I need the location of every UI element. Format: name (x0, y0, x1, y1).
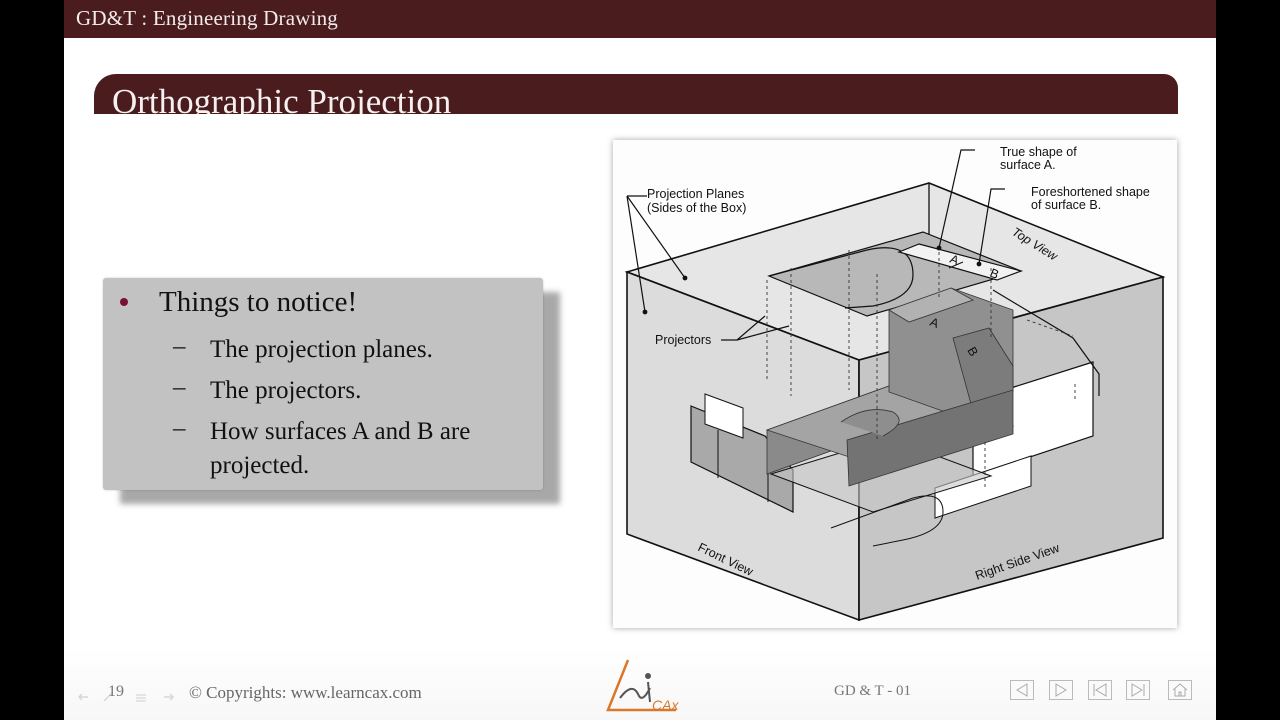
home-button[interactable] (1168, 680, 1192, 700)
bullet-box: Things to notice! – The projection plane… (103, 278, 543, 490)
ghost-prev-arrow-icon[interactable] (76, 692, 90, 702)
home-icon (1172, 683, 1188, 697)
sub-bullet-text: How surfaces A and B are projected. (210, 418, 471, 479)
slide-title-bar: Orthographic Projection (94, 74, 1178, 114)
sub-bullet-text: The projection planes. (210, 336, 433, 363)
last-slide-button[interactable] (1126, 680, 1150, 700)
dash-icon: – (173, 333, 186, 360)
ghost-next-arrow-icon[interactable] (162, 692, 176, 702)
copyright-text: © Copyrights: www.learncax.com (189, 683, 422, 702)
projection-planes-label-2: (Sides of the Box) (647, 201, 746, 215)
skip-last-icon (1131, 683, 1145, 697)
projection-planes-label-1: Projection Planes (647, 187, 744, 201)
bullet-dot-icon (120, 298, 128, 306)
next-slide-button[interactable] (1049, 680, 1073, 700)
foreshortened-label-2: of surface B. (1031, 198, 1101, 212)
projectors-label: Projectors (655, 333, 711, 347)
previous-slide-button[interactable] (1010, 680, 1034, 700)
ghost-pen-icon[interactable] (102, 692, 116, 702)
ghost-menu-icon[interactable] (134, 692, 148, 702)
true-shape-label-2: surface A. (1000, 158, 1056, 172)
presentation-slide: GD&T : Engineering Drawing Orthographic … (64, 0, 1216, 720)
bullet-main-text: Things to notice! (159, 286, 358, 318)
orthographic-projection-figure: A B A B (613, 140, 1177, 628)
true-shape-label-1: True shape of (1000, 145, 1077, 159)
skip-first-icon (1093, 683, 1107, 697)
learncax-logo: CAx (606, 659, 679, 713)
slide-title: Orthographic Projection (112, 82, 452, 114)
course-title: GD&T : Engineering Drawing (76, 6, 339, 30)
course-code: GD & T - 01 (834, 683, 911, 699)
foreshortened-label-1: Foreshortened shape (1031, 185, 1150, 199)
dash-icon: – (173, 415, 186, 442)
slide-number: 19 (108, 683, 124, 700)
header-bar: GD&T : Engineering Drawing (64, 0, 1216, 38)
first-slide-button[interactable] (1088, 680, 1112, 700)
sub-bullet-text: The projectors. (210, 377, 362, 404)
triangle-left-icon (1016, 683, 1028, 697)
logo-text: CAx (652, 697, 679, 713)
projection-box-diagram: A B A B (624, 145, 1166, 622)
triangle-right-icon (1055, 683, 1067, 697)
dash-icon: – (173, 374, 186, 401)
